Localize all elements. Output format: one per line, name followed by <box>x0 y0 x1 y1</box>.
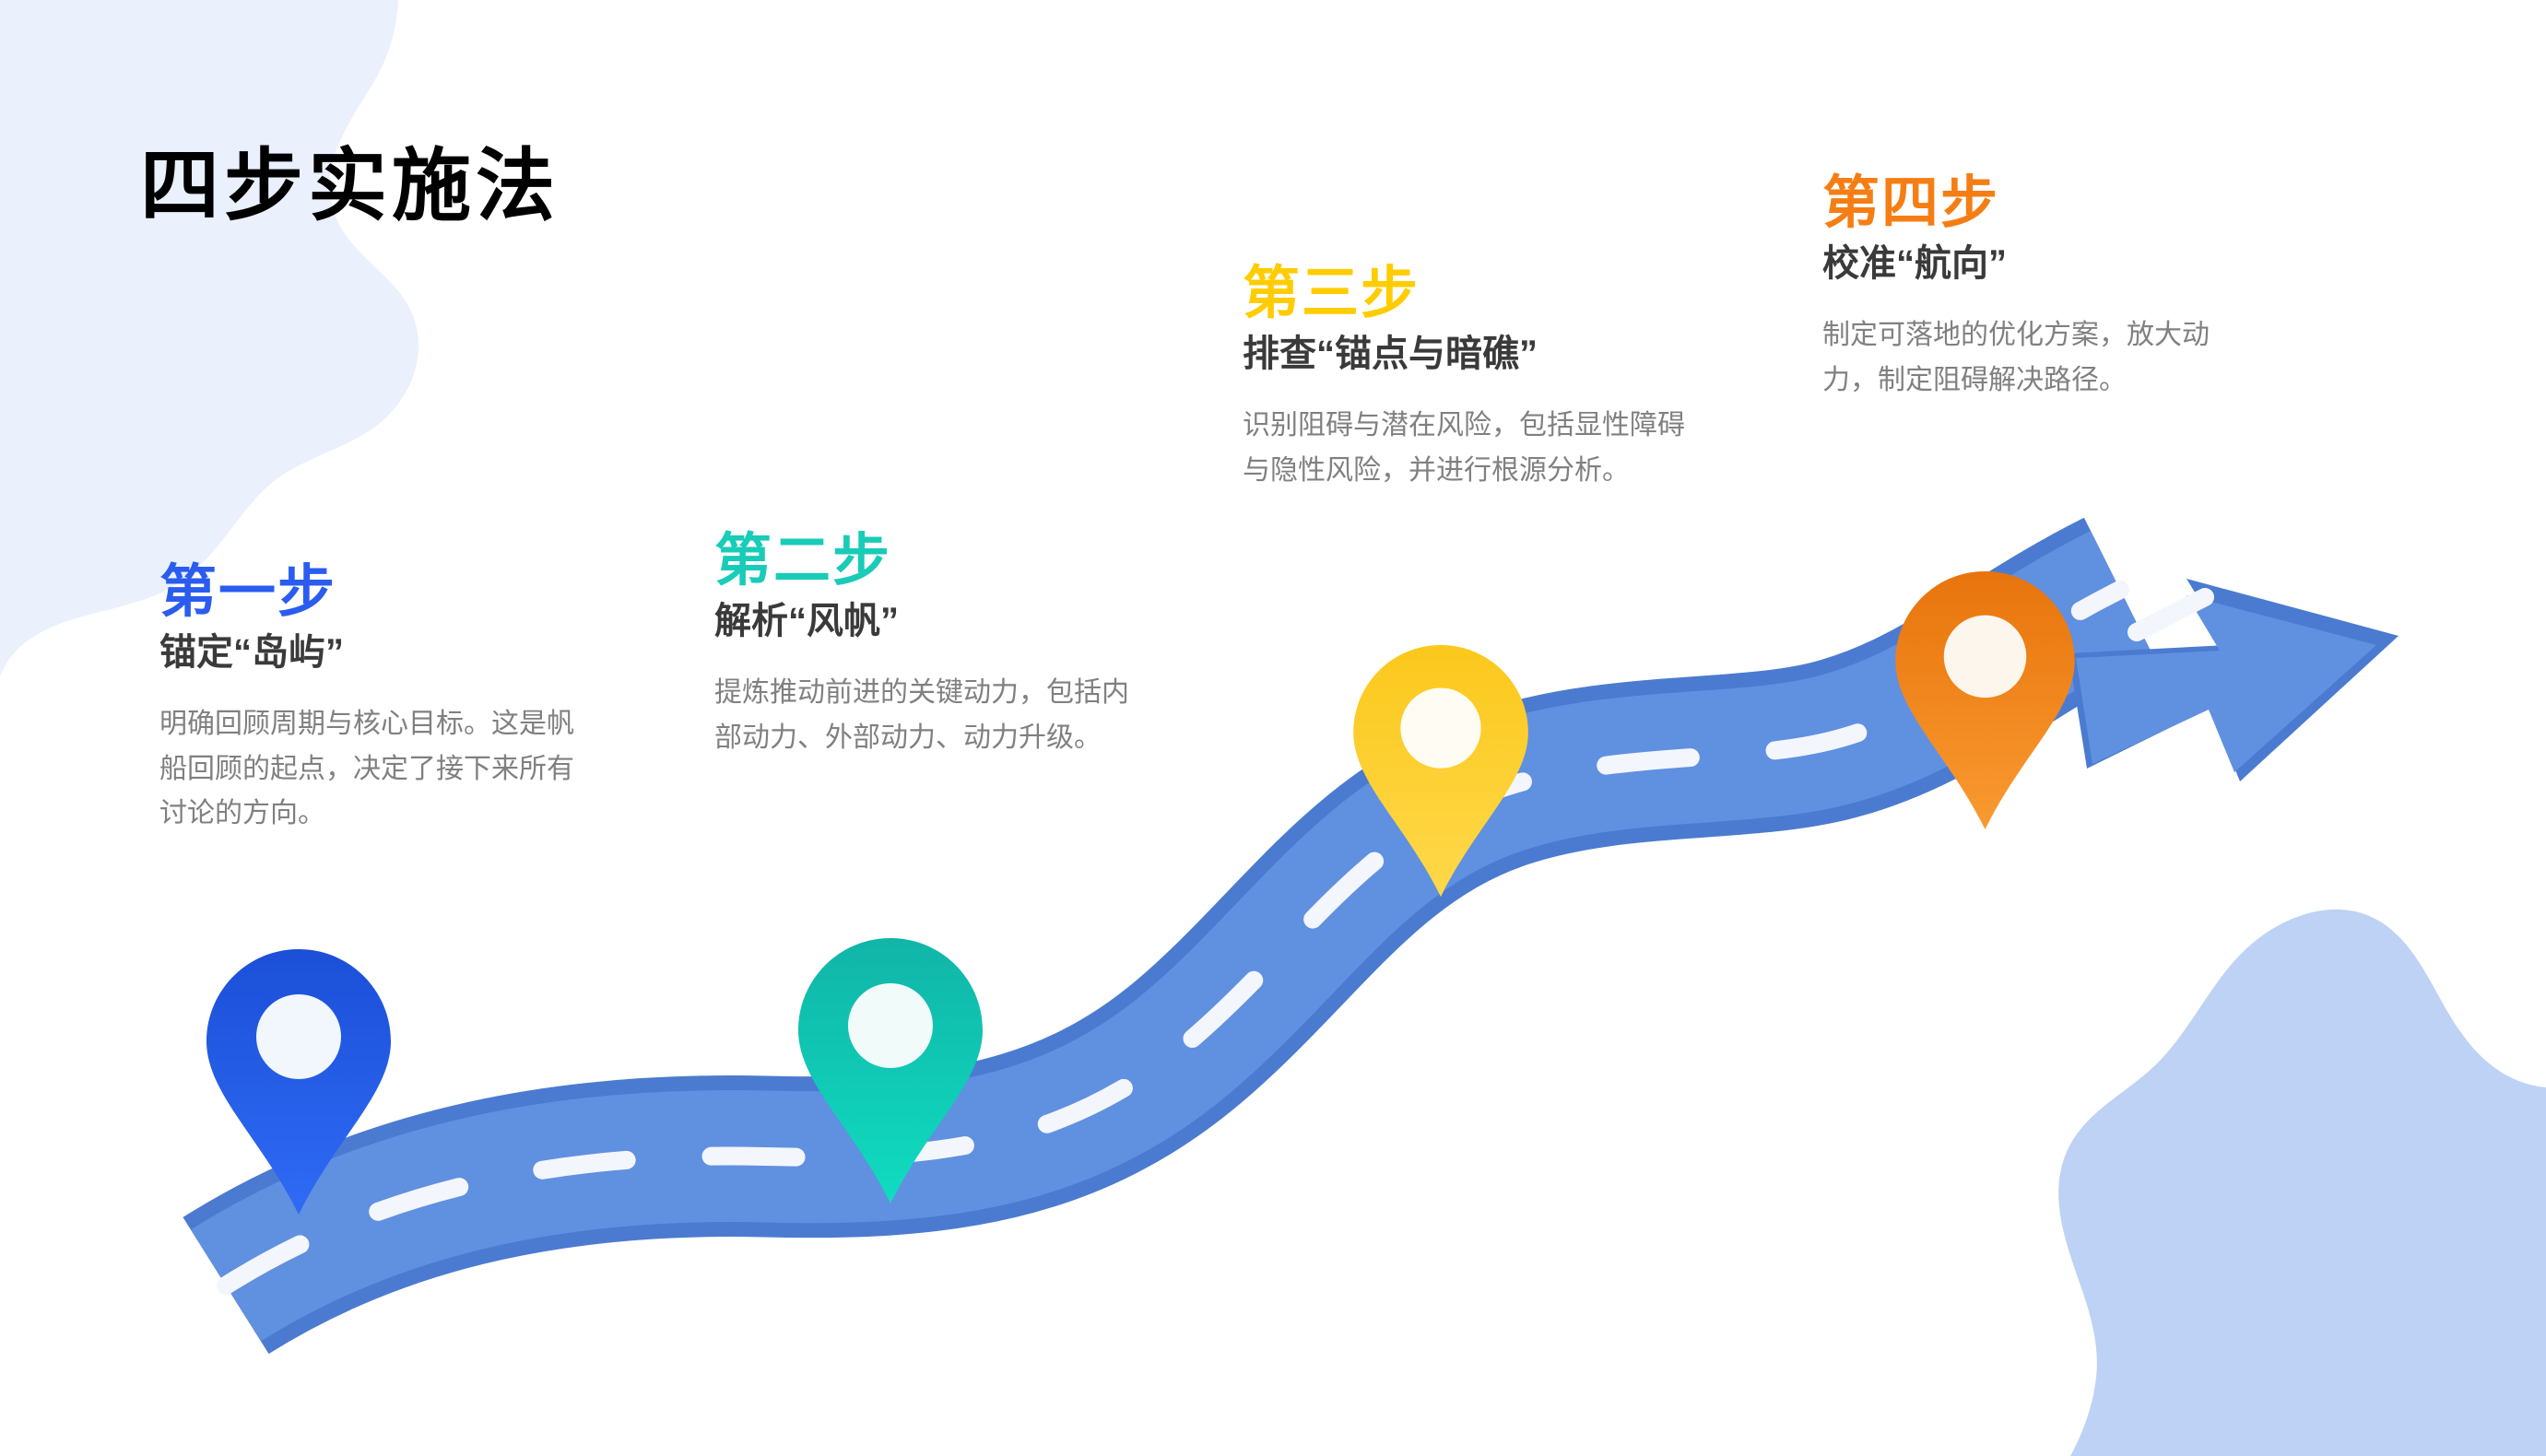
step-3-number: 第三步 <box>1243 262 1420 325</box>
road-dashes <box>217 581 2129 1295</box>
step-1-title: 锚定“岛屿” <box>159 632 344 673</box>
map-pin-icon-step-2[interactable] <box>798 938 983 1205</box>
step-block-1: 第一步 锚定“岛屿” 明确回顾周期与核心目标。这是帆船回顾的起点，决定了接下来所… <box>159 564 593 837</box>
step-2-number: 第二步 <box>714 529 892 593</box>
step-2-title: 解析“风帆” <box>714 601 899 641</box>
map-pin-icon-step-1[interactable] <box>206 949 391 1216</box>
map-pin-icon-step-4[interactable] <box>1895 571 2075 831</box>
step-2-description: 提炼推动前进的关键动力，包括内部动力、外部动力、动力升级。 <box>714 677 1129 753</box>
step-4-description: 制定可落地的优化方案，放大动力，制定阻碍解决路径。 <box>1822 320 2210 395</box>
step-4-number: 第四步 <box>1822 171 2000 235</box>
step-block-2: 第二步 解析“风帆” 提炼推动前进的关键动力，包括内部动力、外部动力、动力升级。 <box>714 533 1148 760</box>
step-3-title: 排查“锚点与暗礁” <box>1243 334 1538 374</box>
blob-bottom-right <box>2058 909 2546 1456</box>
map-pin-icon-step-3[interactable] <box>1353 645 1528 898</box>
page-title: 四步实施法 <box>140 142 560 230</box>
step-block-3: 第三步 排查“锚点与暗礁” 识别阻碍与潜在风险，包括显性障碍与隐性风险，并进行根… <box>1243 265 1694 493</box>
step-3-description: 识别阻碍与潜在风险，包括显性障碍与隐性风险，并进行根源分析。 <box>1243 410 1685 486</box>
step-4-title: 校准“航向” <box>1822 243 2007 284</box>
blob-top-left <box>0 0 419 676</box>
step-block-4: 第四步 校准“航向” 制定可落地的优化方案，放大动力，制定阻碍解决路径。 <box>1822 175 2256 403</box>
road-dash-arrow <box>2128 588 2214 641</box>
step-1-number: 第一步 <box>159 560 337 624</box>
step-1-description: 明确回顾周期与核心目标。这是帆船回顾的起点，决定了接下来所有讨论的方向。 <box>159 709 574 829</box>
road-arrow-head <box>2069 579 2399 781</box>
